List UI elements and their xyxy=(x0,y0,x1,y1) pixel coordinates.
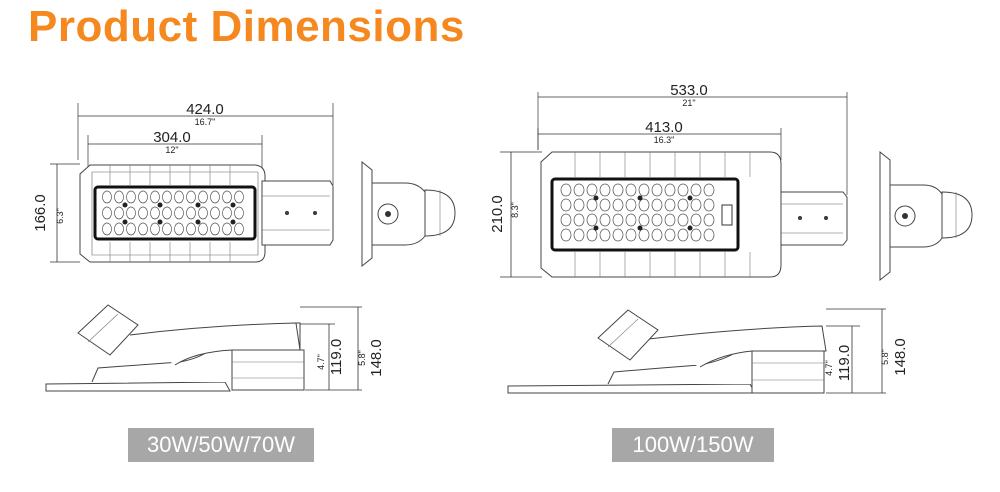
large-total-height: 148.0 xyxy=(892,338,909,376)
large-overall-length: 533.0 xyxy=(670,82,708,99)
small-side-view xyxy=(45,304,362,392)
large-model-label: 100W/150W xyxy=(612,428,774,462)
large-body-length-in: 16.3" xyxy=(654,135,675,145)
led-array xyxy=(560,183,715,242)
large-body-length: 413.0 xyxy=(645,119,683,136)
small-arm-height: 119.0 xyxy=(328,339,345,375)
small-overall-length: 424.0 xyxy=(186,101,224,118)
large-overall-length-in: 21" xyxy=(682,98,695,108)
large-width-in: 8.3" xyxy=(510,202,520,218)
small-end-view xyxy=(361,160,456,268)
large-side-view xyxy=(507,308,886,394)
small-total-height-in: 5.8" xyxy=(357,350,367,366)
small-overall-length-in: 16.7" xyxy=(195,117,216,127)
large-end-view xyxy=(879,150,973,282)
small-model-label: 30W/50W/70W xyxy=(128,428,314,462)
small-width-in: 6.3" xyxy=(55,208,65,224)
large-total-height-in: 5.8" xyxy=(880,349,890,365)
small-top-view xyxy=(50,103,334,263)
large-arm-height-in: 4.7" xyxy=(824,360,834,376)
small-width: 166.0 xyxy=(32,194,49,232)
large-arm-height: 119.0 xyxy=(836,345,853,381)
large-top-view xyxy=(500,92,848,278)
small-total-height: 148.0 xyxy=(368,339,385,377)
small-body-length-in: 12" xyxy=(165,145,178,155)
large-width: 210.0 xyxy=(489,195,506,233)
page-title: Product Dimensions xyxy=(28,2,465,51)
small-body-length: 304.0 xyxy=(153,129,191,146)
small-arm-height-in: 4.7" xyxy=(316,354,326,370)
